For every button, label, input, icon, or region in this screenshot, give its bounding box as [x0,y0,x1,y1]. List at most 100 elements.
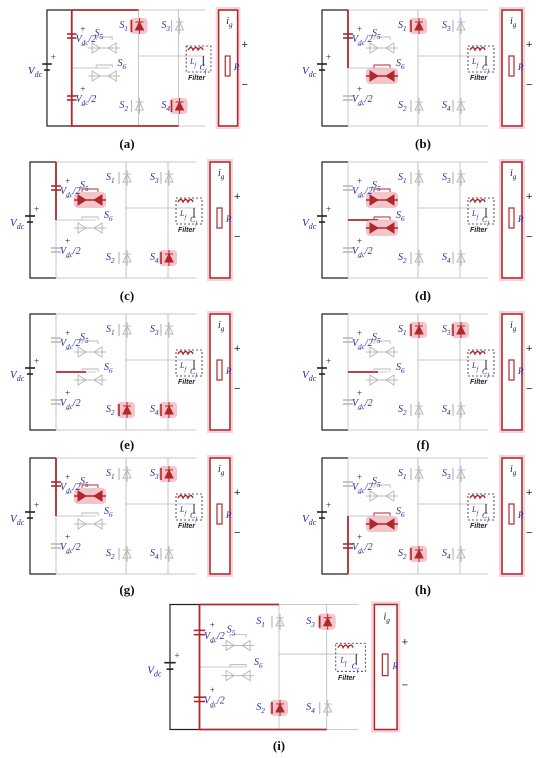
filter-box [175,349,203,377]
label-s3: S3 [150,324,159,337]
inductor-lf [177,350,194,356]
label-cf: Cf [190,511,198,523]
switch-s6 [366,512,398,532]
label-s6: S6 [104,210,113,223]
label-plus: + [65,328,70,338]
load-glow [215,7,241,129]
label-s2: S2 [119,100,128,113]
label-plus: + [357,236,362,246]
label-lf: Lf [339,656,347,668]
label-ig: ig [510,16,517,29]
load-loop [501,161,523,279]
switch-s6 [88,64,121,82]
label-plus: + [65,472,70,482]
label-s6: S6 [396,58,405,71]
label-minus: − [357,344,362,354]
switch-s3 [452,466,466,482]
label-s3: S3 [150,172,159,185]
filter-box [175,493,203,521]
label-plus: + [234,343,240,355]
load-glow [499,311,525,433]
load-glow [499,7,525,129]
label-vdc: Vdc [302,65,317,79]
load-loop [501,9,523,127]
label-filter: Filter [470,75,488,82]
label-plus: + [526,191,532,203]
inductor-lf [469,350,486,356]
switch-s5 [366,484,398,502]
label-vdc-half-bottom: Vdc/2 [60,246,81,259]
filter-box [467,197,495,225]
label-r: R [225,510,232,520]
switch-s2 [117,402,135,418]
dc-source-loop [169,603,200,731]
switch-s4 [452,250,466,266]
label-s2: S2 [398,548,407,561]
label-vdc-half-bottom: Vdc/2 [60,398,81,411]
switch-s1 [409,322,427,338]
label-ig: ig [383,612,390,625]
switch-s6 [74,512,106,530]
label-filter: Filter [470,523,488,530]
label-minus: − [234,231,240,243]
label-s1: S1 [256,616,265,629]
label-plus: + [65,532,70,542]
resistor-r [216,207,223,229]
resistor-r [216,503,223,525]
label-minus: − [357,252,362,262]
switch-s4 [159,250,177,266]
label-s3: S3 [442,468,451,481]
label-vdc-half-bottom: Vdc/2 [204,696,225,709]
switch-s5 [222,633,255,652]
label-lf: Lf [179,209,187,221]
label-plus: + [80,24,85,34]
label-s4: S4 [150,548,159,561]
filter-box [467,45,495,73]
label-plus: + [357,24,362,34]
resistor-r [508,207,515,229]
filter-box [467,349,495,377]
label-vdc: Vdc [28,65,43,79]
label-filter: Filter [188,75,206,82]
label-s2: S2 [106,548,115,561]
dc-source-loop [321,313,348,431]
label-ig: ig [218,320,225,333]
switch-s2 [118,546,132,562]
label-s5: S5 [80,180,89,193]
switch-s5 [366,36,398,54]
label-s2: S2 [256,702,265,715]
label-s6: S6 [396,362,405,375]
load-glow [499,159,525,281]
switch-s6 [366,216,398,236]
label-minus: − [210,637,215,647]
resistor-r [216,359,223,381]
label-vdc: Vdc [10,513,25,527]
resistor-r [508,55,515,77]
label-plus: + [234,487,240,499]
label-s2: S2 [106,252,115,265]
label-lf: Lf [179,505,187,517]
label-vdc-half-bottom: Vdc/2 [352,246,373,259]
label-plus: + [175,650,180,660]
label-plus: + [357,388,362,398]
filter-box [467,493,495,521]
label-s2: S2 [106,404,115,417]
label-plus: + [65,236,70,246]
dc-source-loop [321,9,348,127]
label-vdc-half-bottom: Vdc/2 [352,398,373,411]
switch-s3 [317,613,336,630]
label-s3: S3 [161,20,170,33]
switch-s5 [88,36,121,54]
label-s2: S2 [398,252,407,265]
dc-source-loop [29,161,56,279]
label-plus: + [234,191,240,203]
switch-s2 [409,546,427,562]
label-plus: + [357,328,362,338]
